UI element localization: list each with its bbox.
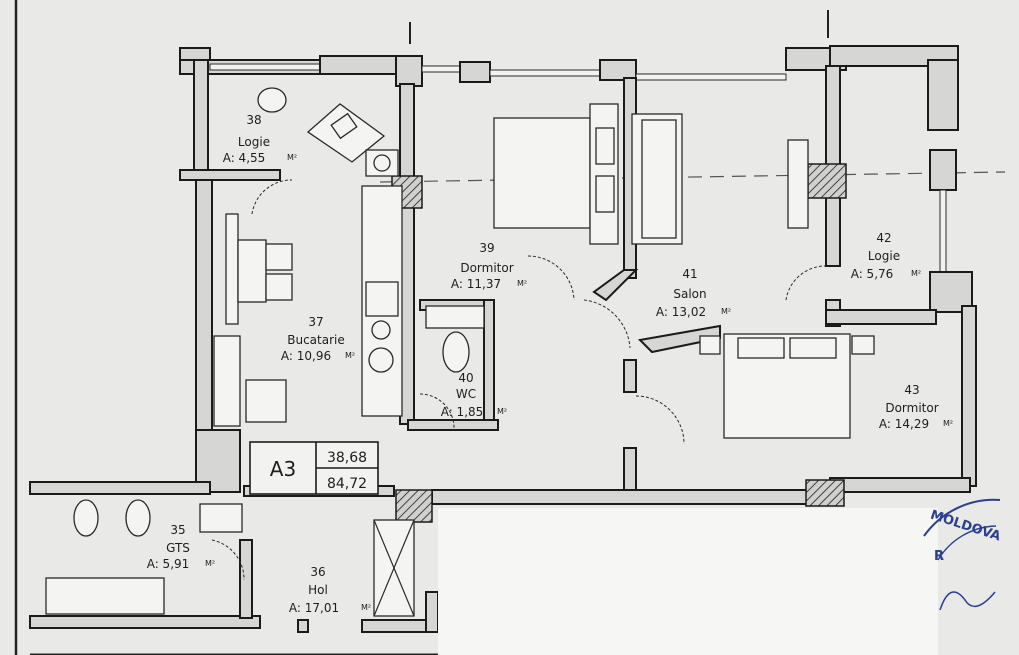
svg-text:Logie: Logie (868, 249, 900, 263)
svg-text:39: 39 (479, 241, 494, 255)
stamp-text-top: MOLDOVA (928, 508, 1002, 545)
room-label-41: 41 Salon A: 13,02 M² (656, 267, 731, 319)
svg-text:Logie: Logie (238, 135, 270, 149)
apartment-area-living: 38,68 (327, 450, 367, 466)
svg-text:M²: M² (345, 351, 355, 360)
svg-text:GTS: GTS (166, 541, 190, 555)
svg-text:36: 36 (310, 565, 325, 579)
structural-columns (391, 163, 847, 523)
svg-text:Dormitor: Dormitor (885, 401, 938, 415)
svg-text:A: 4,55: A: 4,55 (223, 151, 266, 165)
svg-text:M²: M² (497, 407, 507, 416)
apartment-code: A3 (270, 457, 296, 481)
room-label-40: 40 WC A: 1,85 M² (441, 371, 507, 419)
svg-text:A: 1,85: A: 1,85 (441, 405, 484, 419)
svg-text:Hol: Hol (308, 583, 328, 597)
doors (211, 179, 827, 581)
furniture (45, 87, 875, 617)
svg-text:Dormitor: Dormitor (460, 261, 513, 275)
svg-text:M²: M² (911, 269, 921, 278)
svg-text:A: 5,91: A: 5,91 (147, 557, 190, 571)
svg-text:41: 41 (682, 267, 697, 281)
svg-text:M²: M² (721, 307, 731, 316)
room-label-38: 38 Logie A: 4,55 M² (223, 113, 297, 165)
svg-text:38: 38 (246, 113, 261, 127)
sheet-frame (14, 0, 1006, 655)
room-label-39: 39 Dormitor A: 11,37 M² (451, 241, 527, 291)
svg-text:Bucatarie: Bucatarie (287, 333, 345, 347)
svg-text:M²: M² (361, 603, 371, 612)
room-label-43: 43 Dormitor A: 14,29 M² (879, 383, 953, 431)
room-label-37: 37 Bucatarie A: 10,96 M² (281, 315, 355, 363)
svg-text:A: 14,29: A: 14,29 (879, 417, 929, 431)
svg-text:37: 37 (308, 315, 323, 329)
apartment-area-total: 84,72 (327, 476, 367, 492)
apartment-tag: A3 38,68 84,72 (249, 441, 379, 495)
svg-text:M²: M² (287, 153, 297, 162)
svg-text:M²: M² (943, 419, 953, 428)
svg-text:A: 5,76: A: 5,76 (851, 267, 894, 281)
svg-text:43: 43 (904, 383, 919, 397)
blank-panel (438, 508, 938, 655)
room-label-36: 36 Hol A: 17,01 M² (289, 565, 371, 615)
walls (29, 45, 977, 633)
svg-text:A: 17,01: A: 17,01 (289, 601, 339, 615)
svg-text:42: 42 (876, 231, 891, 245)
svg-text:M²: M² (205, 559, 215, 568)
svg-text:M²: M² (517, 279, 527, 288)
room-label-35: 35 GTS A: 5,91 M² (147, 523, 215, 571)
svg-text:A: 13,02: A: 13,02 (656, 305, 706, 319)
svg-text:40: 40 (458, 371, 473, 385)
svg-text:35: 35 (170, 523, 185, 537)
svg-text:Salon: Salon (673, 287, 706, 301)
svg-text:A: 10,96: A: 10,96 (281, 349, 331, 363)
room-label-42: 42 Logie A: 5,76 M² (851, 231, 921, 281)
svg-text:WC: WC (456, 387, 476, 401)
stamp-text-mid: R (934, 549, 944, 564)
svg-text:A: 11,37: A: 11,37 (451, 277, 501, 291)
